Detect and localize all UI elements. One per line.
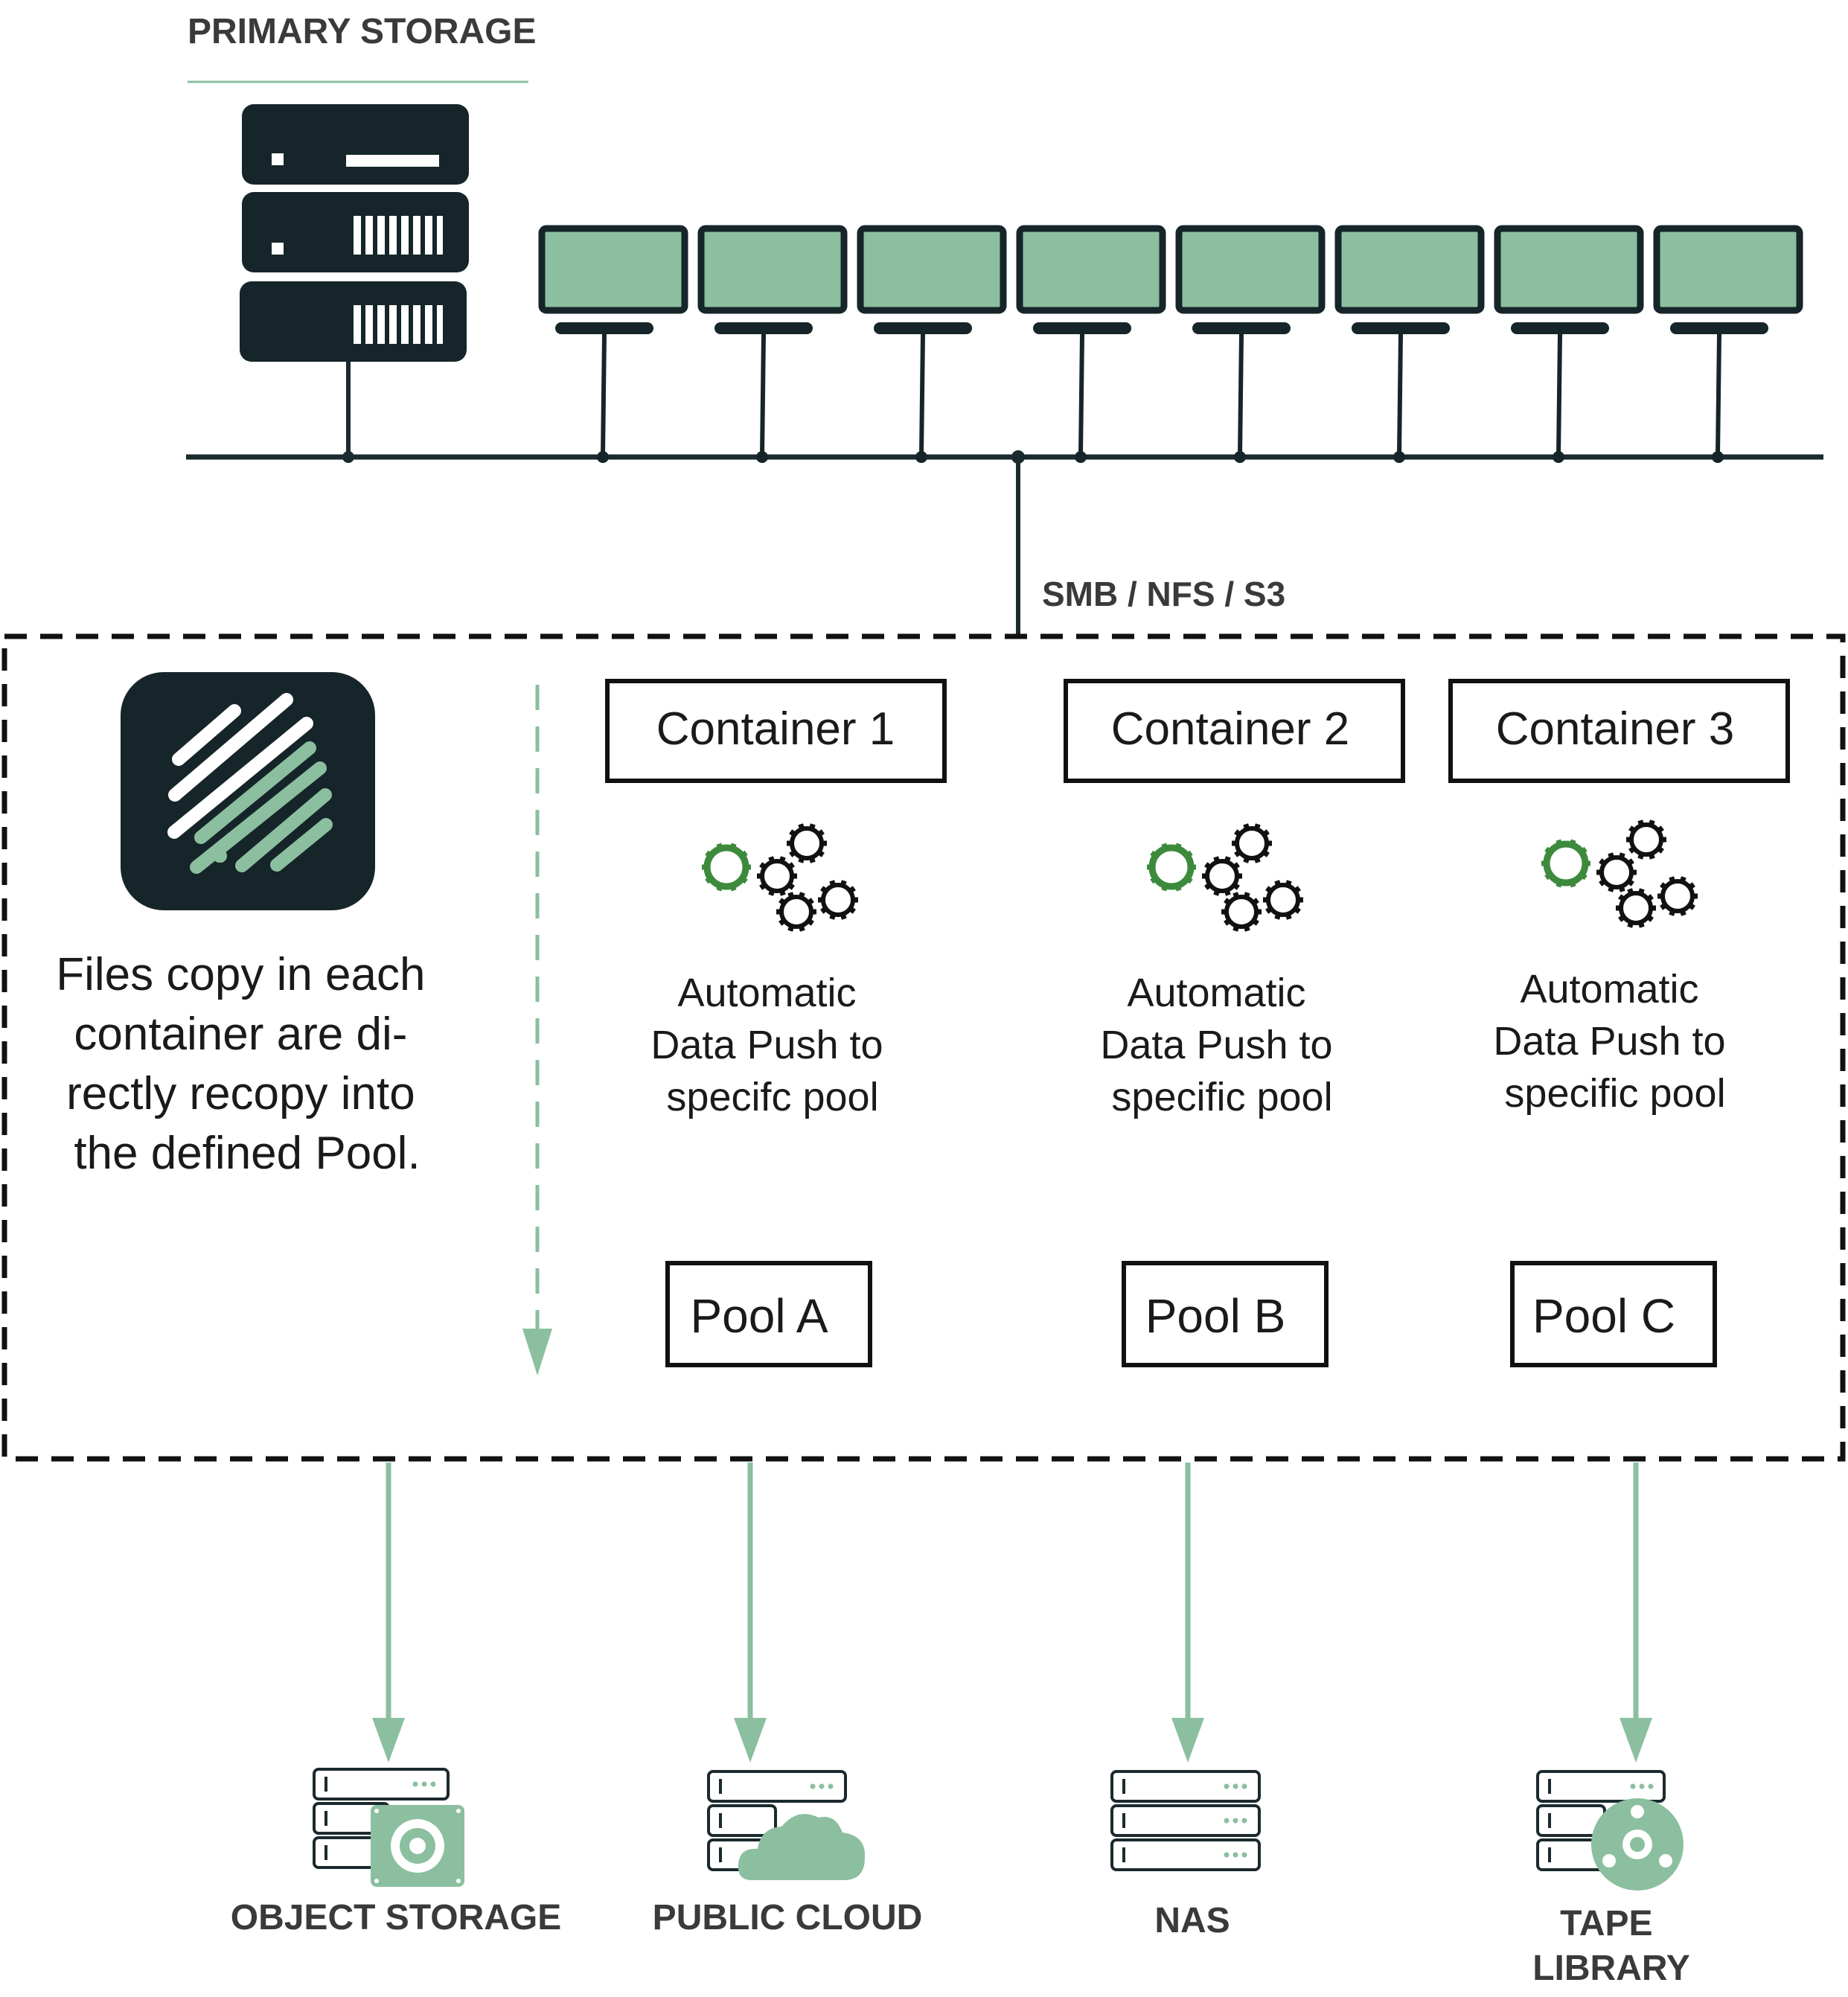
gear-icon	[1657, 876, 1698, 916]
nas-icon	[1110, 1770, 1261, 1871]
caption-line: Data Push to	[650, 1023, 883, 1067]
flow-arrow-head	[522, 1329, 552, 1375]
container-1-title: Container 1	[656, 703, 895, 755]
gear-icon	[1616, 888, 1656, 928]
pool-c-label: Pool C	[1532, 1289, 1675, 1343]
target-label-line: TAPE	[1560, 1904, 1652, 1943]
caption-line: specifc pool	[666, 1075, 878, 1119]
container-2-box	[1064, 679, 1405, 783]
workstations-group	[538, 225, 1803, 463]
description-text: Files copy in each container are di- rec…	[56, 949, 438, 1179]
storage-cluster-boundary	[1, 633, 1846, 1462]
gear-icon	[1626, 819, 1666, 860]
description-line: Files copy in each	[56, 949, 425, 1000]
container-1-box	[605, 679, 947, 783]
gear-icon	[757, 856, 797, 896]
container-3-box	[1448, 679, 1790, 783]
workstation-icon	[697, 225, 848, 463]
caption-line: Automatic	[1127, 971, 1305, 1015]
caption-line: Automatic	[677, 971, 856, 1015]
workstation-icon	[538, 225, 688, 463]
app-logo-icon	[121, 672, 375, 910]
gear-icon	[1147, 843, 1196, 892]
gears-icon	[702, 823, 858, 932]
caption-line: Data Push to	[1493, 1019, 1725, 1064]
workstation-icon	[1016, 225, 1166, 463]
protocol-label: SMB / NFS / S3	[1042, 575, 1285, 613]
pool-c-box	[1510, 1261, 1717, 1367]
bus-node	[342, 451, 354, 463]
container-2-caption: Automatic Data Push to specific pool	[1100, 971, 1343, 1119]
primary-storage-server-icon	[240, 104, 469, 362]
workstation-icon	[1494, 225, 1644, 463]
gear-icon	[1263, 880, 1303, 920]
tape-library-icon	[1536, 1770, 1684, 1891]
gear-icon	[1232, 823, 1272, 863]
workstation-icon	[1653, 225, 1803, 463]
public-cloud-icon	[707, 1770, 866, 1880]
gears-icon	[1147, 823, 1303, 932]
caption-line: Data Push to	[1100, 1023, 1332, 1067]
gears-icon	[1541, 819, 1698, 928]
caption-line: Automatic	[1520, 967, 1698, 1012]
gear-icon	[776, 892, 816, 932]
pool-a-label: Pool A	[690, 1289, 828, 1343]
target-label-public-cloud: PUBLIC CLOUD	[653, 1898, 923, 1937]
gear-icon	[1202, 856, 1242, 896]
container-2-title: Container 2	[1111, 703, 1350, 755]
container-3-caption: Automatic Data Push to specific pool	[1493, 967, 1736, 1116]
caption-line: specific pool	[1111, 1075, 1332, 1119]
pool-a-box	[665, 1261, 872, 1367]
object-storage-icon	[313, 1768, 464, 1887]
workstation-icon	[1334, 225, 1485, 463]
pool-b-label: Pool B	[1145, 1289, 1286, 1343]
gear-icon	[1221, 892, 1262, 932]
target-label-object-storage: OBJECT STORAGE	[231, 1898, 562, 1937]
gear-icon	[702, 843, 751, 892]
output-arrows	[372, 1463, 1652, 1763]
primary-storage-label: PRIMARY STORAGE	[188, 12, 537, 51]
description-line: container are di-	[74, 1009, 407, 1060]
description-line: the defined Pool.	[74, 1128, 420, 1179]
description-line: rectly recopy into	[66, 1068, 415, 1119]
caption-line: specific pool	[1504, 1071, 1725, 1116]
target-label-nas: NAS	[1154, 1901, 1230, 1940]
container-1-caption: Automatic Data Push to specifc pool	[650, 971, 894, 1119]
target-label-tape-library: TAPE LIBRARY	[1532, 1904, 1690, 1988]
gear-icon	[787, 823, 827, 863]
workstation-icon	[857, 225, 1007, 463]
workstation-icon	[1175, 225, 1326, 463]
gear-icon	[1541, 839, 1590, 888]
gear-icon	[1596, 852, 1637, 892]
pool-b-box	[1122, 1261, 1329, 1367]
gear-icon	[818, 880, 858, 920]
target-label-line: LIBRARY	[1532, 1949, 1690, 1988]
container-3-title: Container 3	[1496, 703, 1735, 755]
